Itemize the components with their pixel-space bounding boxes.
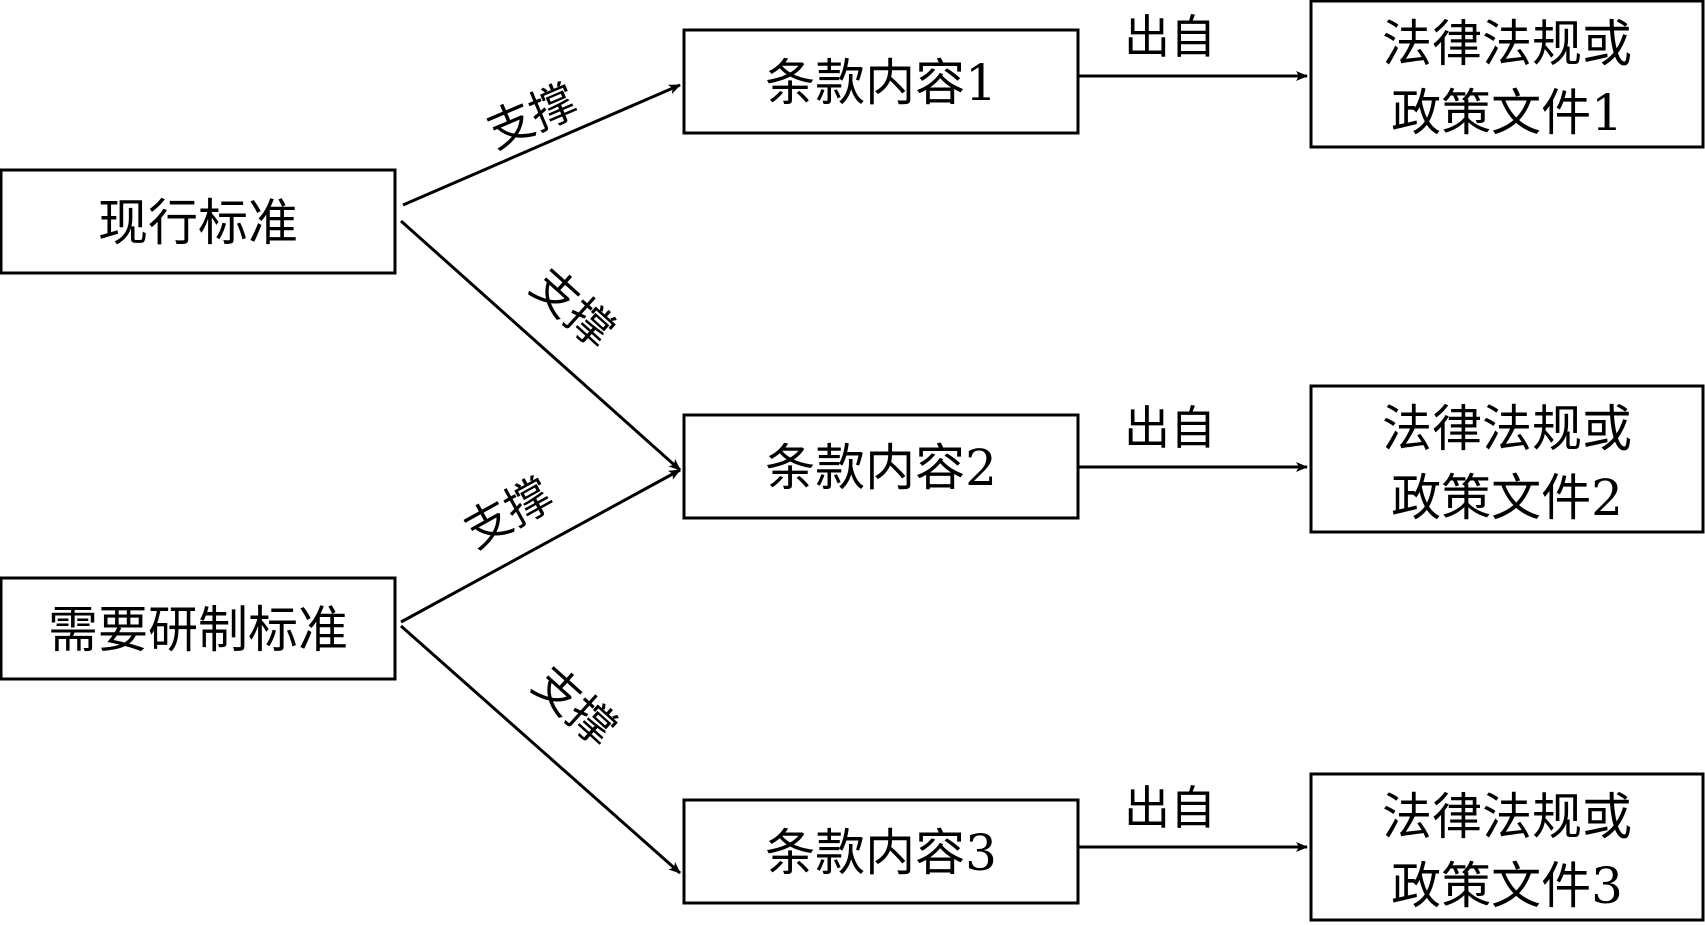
source-node-standard-to-develop: 需要研制标准 [0, 576, 397, 681]
source-label-standard-to-develop: 需要研制标准 [48, 601, 348, 659]
clause-label-1: 条款内容1 [765, 54, 997, 112]
document-node-2: 法律法规或 政策文件2 [1309, 384, 1705, 534]
clause-node-1: 条款内容1 [682, 28, 1080, 135]
document-node-3: 法律法规或 政策文件3 [1309, 772, 1705, 922]
source-node-current-standard: 现行标准 [0, 168, 397, 275]
clause-label-2: 条款内容2 [765, 439, 997, 497]
clause-node-2: 条款内容2 [682, 413, 1080, 520]
document-line1-2: 法律法规或 [1382, 400, 1632, 458]
document-node-1: 法律法规或 政策文件1 [1309, 0, 1705, 149]
edge-support-s2-c3: 支撑 [400, 624, 681, 875]
edge-label-from-1: 出自 [1124, 10, 1216, 64]
edge-label-support-3: 支撑 [455, 467, 562, 559]
document-line2-3: 政策文件3 [1391, 857, 1623, 915]
edge-from-c2-d2: 出自 [1078, 401, 1308, 472]
document-line1-3: 法律法规或 [1382, 788, 1632, 846]
document-line2-2: 政策文件2 [1391, 469, 1623, 527]
edge-from-c3-d3: 出自 [1078, 781, 1308, 852]
edge-label-support-2: 支撑 [520, 257, 625, 359]
edge-label-support-4: 支撑 [522, 655, 627, 757]
edge-label-from-3: 出自 [1124, 781, 1216, 835]
edge-support-s1-c2: 支撑 [400, 219, 681, 472]
clause-node-3: 条款内容3 [682, 798, 1080, 905]
edge-support-s2-c2: 支撑 [400, 467, 681, 624]
document-line2-1: 政策文件1 [1391, 84, 1623, 142]
edge-from-c1-d1: 出自 [1078, 10, 1308, 81]
edge-support-s1-c1: 支撑 [402, 73, 681, 207]
source-label-current-standard: 现行标准 [98, 194, 298, 252]
clause-label-3: 条款内容3 [765, 824, 997, 882]
edge-label-support-1: 支撑 [479, 73, 585, 159]
edge-label-from-2: 出自 [1124, 401, 1216, 455]
document-line1-1: 法律法规或 [1382, 15, 1632, 73]
